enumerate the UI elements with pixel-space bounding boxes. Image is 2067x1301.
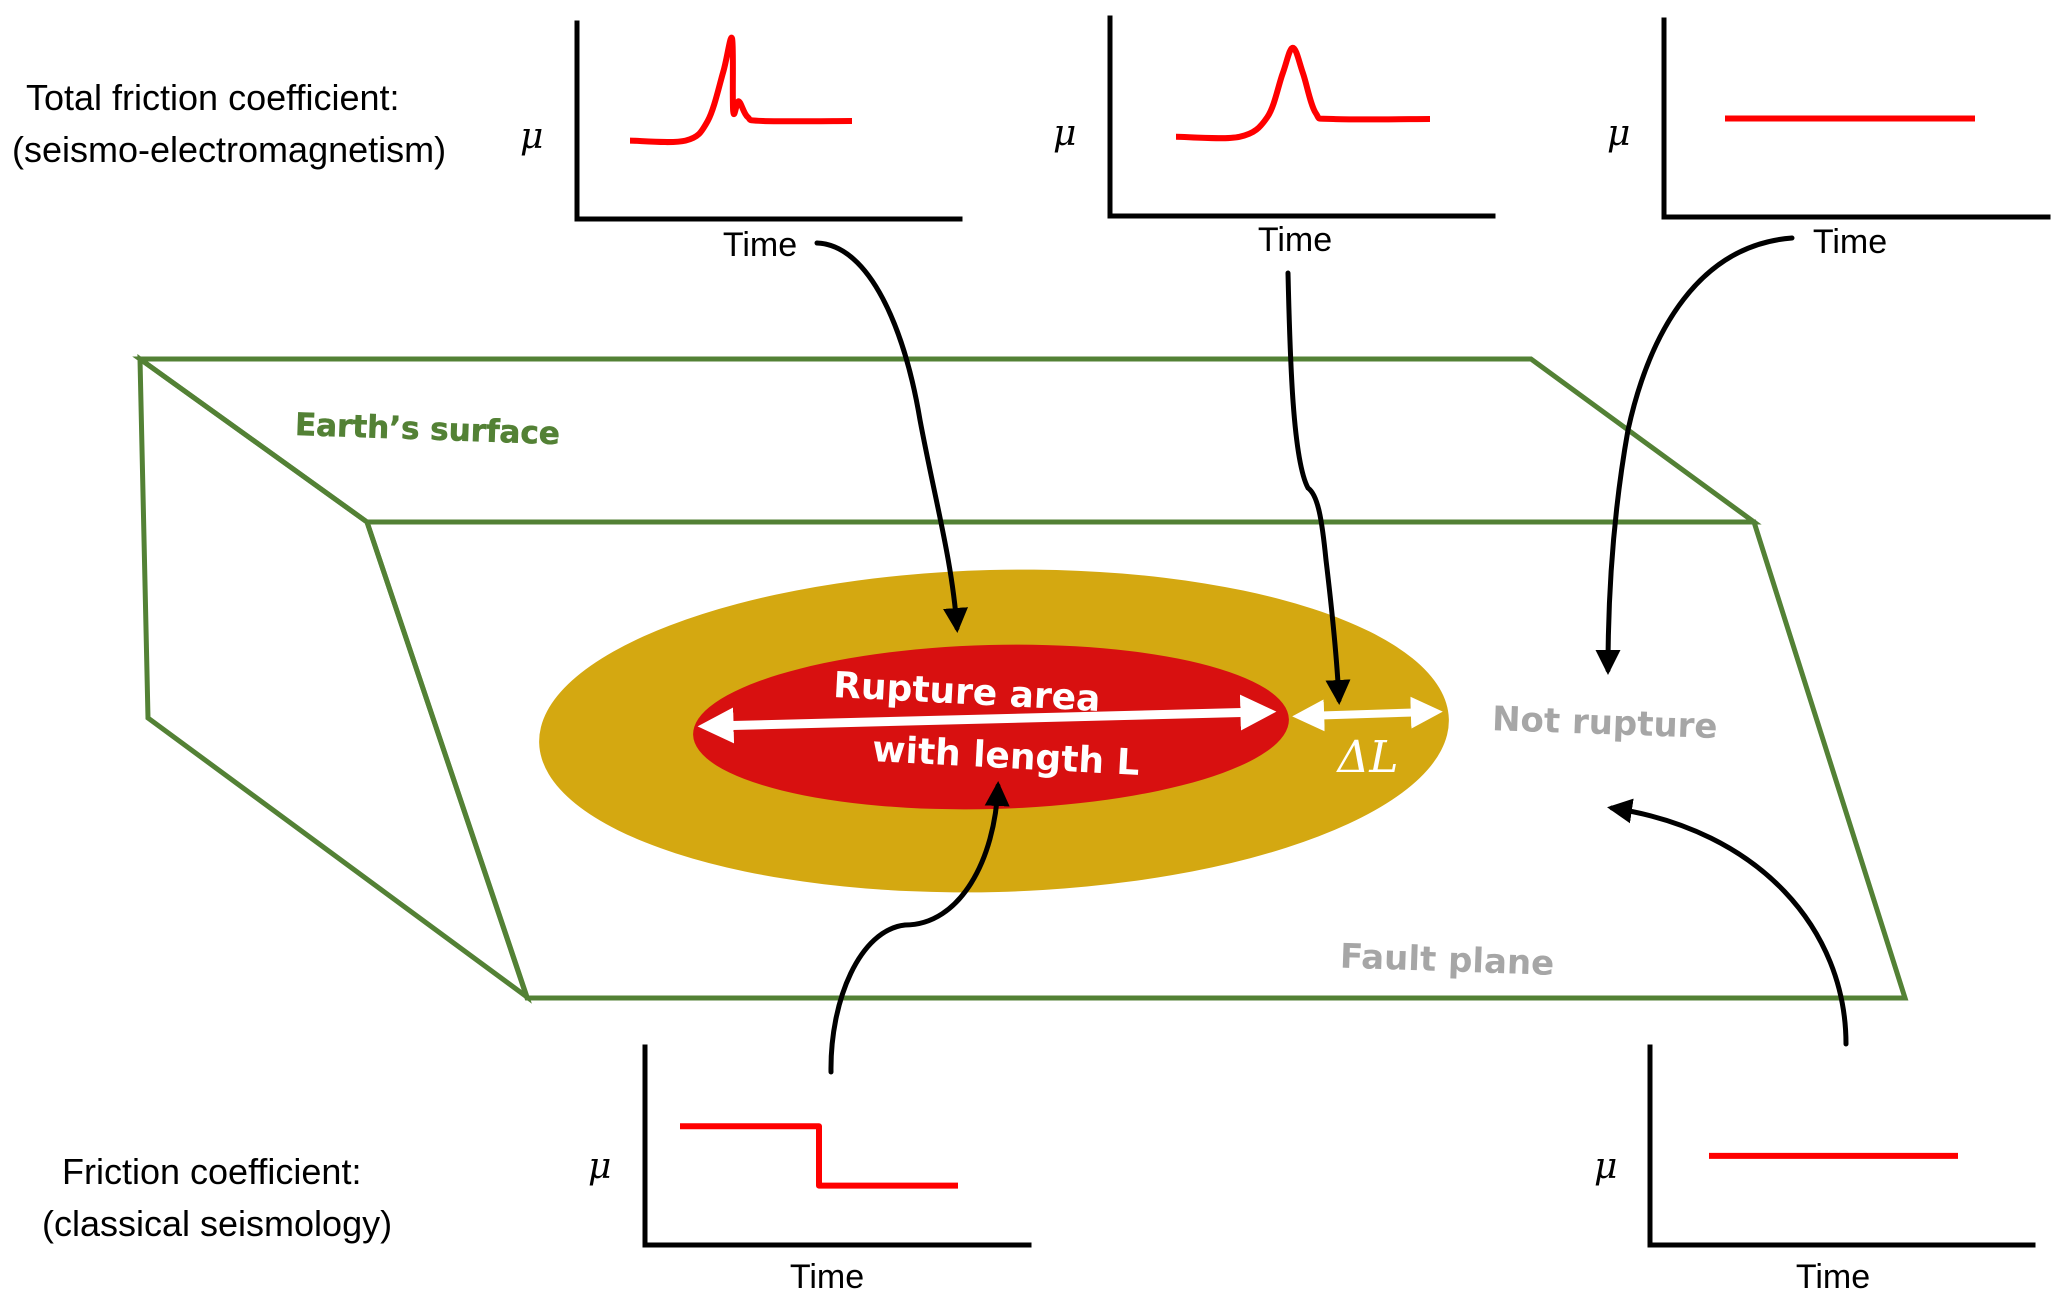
bottom-condition-line1: Friction coefficient: bbox=[62, 1151, 361, 1192]
chart-seismo-em-transition: μ Time bbox=[1053, 15, 1496, 259]
y-axis-label: μ bbox=[588, 1146, 611, 1187]
bottom-condition-line2: (classical seismology) bbox=[42, 1203, 392, 1244]
x-axis-label: Time bbox=[1796, 1258, 1870, 1296]
friction-curve bbox=[629, 34, 853, 146]
y-axis-label: μ bbox=[520, 116, 543, 157]
chart-axes bbox=[1107, 15, 1496, 219]
pointer-arrow-not-rupture-top bbox=[1595, 235, 1795, 675]
delta-l-label: ΔL bbox=[1336, 732, 1399, 783]
chart-axes bbox=[1647, 1044, 2036, 1248]
pointer-arrow-rupture-top bbox=[814, 240, 968, 633]
chart-axes bbox=[1661, 17, 2051, 220]
delta-l-arrow bbox=[1292, 696, 1443, 732]
top-condition-line1: Total friction coefficient: bbox=[26, 77, 400, 118]
chart-classical-not-rupture: μ Time bbox=[1594, 1044, 2036, 1296]
x-axis-label: Time bbox=[723, 226, 797, 264]
chart-axes bbox=[642, 1044, 1032, 1248]
x-axis-label: Time bbox=[1813, 223, 1887, 261]
y-axis-label: μ bbox=[1594, 1146, 1617, 1187]
not-rupture-label: Not rupture bbox=[1491, 699, 1718, 747]
y-axis-label: μ bbox=[1053, 113, 1076, 154]
chart-seismo-em-not-rupture: μ Time bbox=[1607, 17, 2051, 261]
fault-plane-face bbox=[363, 519, 1909, 1001]
friction-curve bbox=[1175, 44, 1431, 142]
pointer-arrow-rupture-bottom bbox=[828, 781, 1010, 1075]
x-axis-label: Time bbox=[790, 1258, 864, 1296]
fault-plane-label: Fault plane bbox=[1339, 936, 1555, 983]
friction-curve bbox=[680, 1123, 958, 1189]
pointer-arrow-transition bbox=[1285, 270, 1351, 705]
earth-surface-label: Earth’s surface bbox=[294, 407, 560, 452]
crust-block bbox=[132, 354, 1909, 1004]
rupture-length-arrow bbox=[697, 694, 1277, 744]
chart-seismo-em-rupture: μ Time bbox=[520, 20, 963, 264]
x-axis-label: Time bbox=[1258, 221, 1332, 259]
pointer-arrow-not-rupture-bottom bbox=[1607, 798, 1849, 1047]
rupture-zones bbox=[539, 569, 1449, 893]
chart-axes bbox=[574, 20, 963, 222]
y-axis-label: μ bbox=[1607, 113, 1630, 154]
block-side-face bbox=[137, 354, 532, 1004]
chart-classical-rupture: μ Time bbox=[588, 1044, 1032, 1296]
top-condition-line2: (seismo-electromagnetism) bbox=[12, 129, 446, 170]
